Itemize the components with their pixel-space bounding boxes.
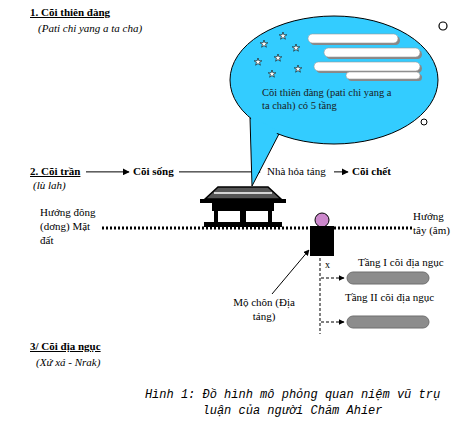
realm-box: Cõi chết — [352, 165, 392, 179]
ring-mark — [421, 119, 427, 125]
section-heading: 1. Cõi thiên đàng — [30, 6, 110, 20]
star — [254, 32, 302, 77]
hell-level-label: Tầng II cõi địa ngục — [345, 291, 434, 305]
node-text: 2. Cõi trần — [30, 165, 82, 179]
node-text: Cõi thiên đàng (pati chi yang a ta chah)… — [262, 86, 392, 112]
level-arrow — [321, 278, 344, 279]
level-arrow — [321, 322, 344, 323]
depth-line — [320, 258, 321, 334]
hell-level-bar — [347, 272, 429, 284]
realm-box: Cõi sống — [133, 165, 175, 179]
burial-tomb — [310, 213, 334, 256]
section-heading: 3/ Cõi địa ngục — [30, 340, 101, 354]
realm-heading: 2. Cõi trần(lù lah) — [30, 165, 82, 193]
node-subtext: (lù lah) — [33, 179, 82, 193]
flow-arrow — [334, 171, 348, 172]
axis-mark: x — [325, 259, 330, 272]
node-text: Nhà hỏa táng — [267, 165, 327, 179]
leader-arrow — [272, 250, 309, 294]
figure-caption: Hình 1: Đồ hình mô phỏng quan niệm vũ tr… — [130, 388, 455, 419]
flow-arrow — [86, 171, 129, 172]
heaven-bubble: Cõi thiên đàng (pati chi yang a ta chah)… — [228, 14, 440, 146]
section-subtitle: (Xứ xá - Nrak) — [36, 356, 100, 370]
cloud — [308, 34, 422, 81]
node-text: Cõi chết — [352, 165, 392, 179]
crematorium-house — [200, 187, 286, 227]
tomb-label: Mộ chôn (Địa táng) — [226, 296, 302, 324]
house-box: Nhà hỏa táng — [264, 164, 330, 180]
node-text: Cõi sống — [133, 165, 175, 179]
ring-mark — [439, 22, 447, 30]
speech-bubble — [228, 14, 440, 146]
direction-label: Hướng đông (dơng) Mặt đất — [40, 206, 100, 247]
direction-label: Hướng tây (âm) — [413, 210, 459, 238]
hell-level-label: Tầng I cõi địa ngục — [358, 256, 444, 270]
flow-arrow — [179, 171, 260, 172]
section-subtitle: (Pati chi yang a ta cha) — [38, 22, 142, 36]
hell-level-bar — [347, 316, 429, 328]
